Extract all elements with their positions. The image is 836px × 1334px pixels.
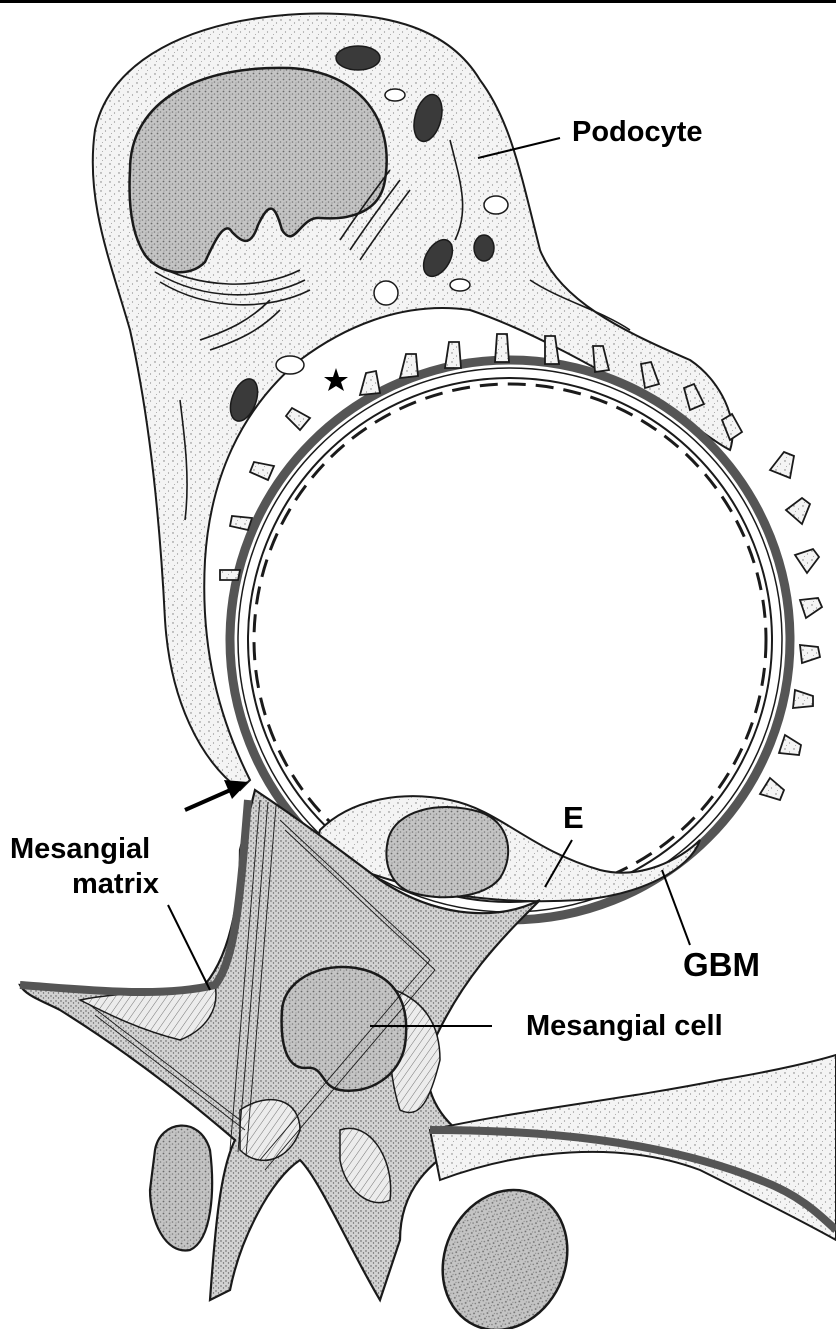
podocyte-label: Podocyte [572,118,703,147]
endothelial-nucleus [386,807,508,897]
mesangial-matrix-label-line2: matrix [72,870,159,899]
lower-right-nucleus [420,1169,590,1329]
top-border [0,0,836,3]
mesangial-cell-label: Mesangial cell [526,1012,723,1041]
mesangial-matrix-label-line1: Mesangial [10,835,159,864]
star-marker [324,368,348,391]
arrow-marker [185,780,248,810]
endothelium-label: E [563,802,584,833]
mesangial-matrix-label: Mesangial matrix [10,835,159,899]
lower-left-nucleus [150,1126,212,1251]
gbm-label: GBM [683,948,760,981]
